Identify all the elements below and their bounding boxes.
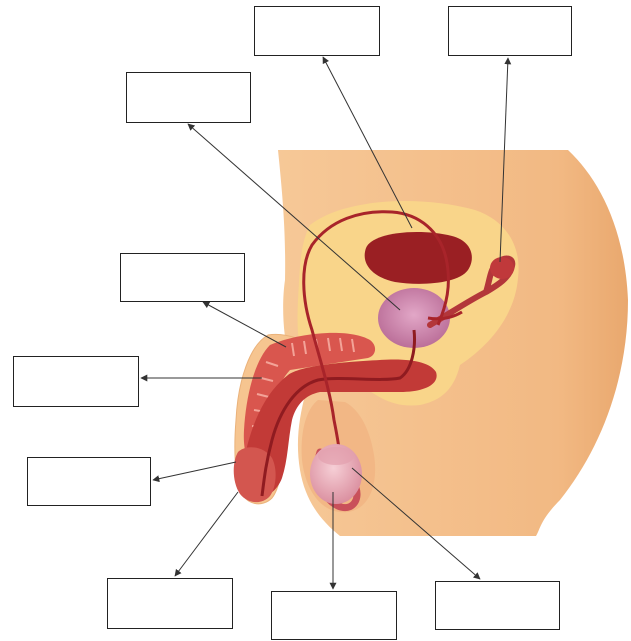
label-box-7[interactable] xyxy=(107,578,233,629)
testis-top xyxy=(318,447,354,465)
label-box-1[interactable] xyxy=(254,6,380,56)
label-box-5[interactable] xyxy=(13,356,139,407)
label-box-6[interactable] xyxy=(27,457,151,506)
label-box-8[interactable] xyxy=(271,591,397,640)
leader-line-4 xyxy=(203,302,286,347)
label-box-2[interactable] xyxy=(448,6,572,56)
label-box-9[interactable] xyxy=(435,581,560,630)
label-box-3[interactable] xyxy=(126,72,251,123)
leader-line-7 xyxy=(175,492,238,576)
seminal-vesicle-tip xyxy=(490,257,514,279)
leader-line-6 xyxy=(153,462,236,480)
bladder xyxy=(365,232,472,284)
label-box-4[interactable] xyxy=(120,253,245,302)
